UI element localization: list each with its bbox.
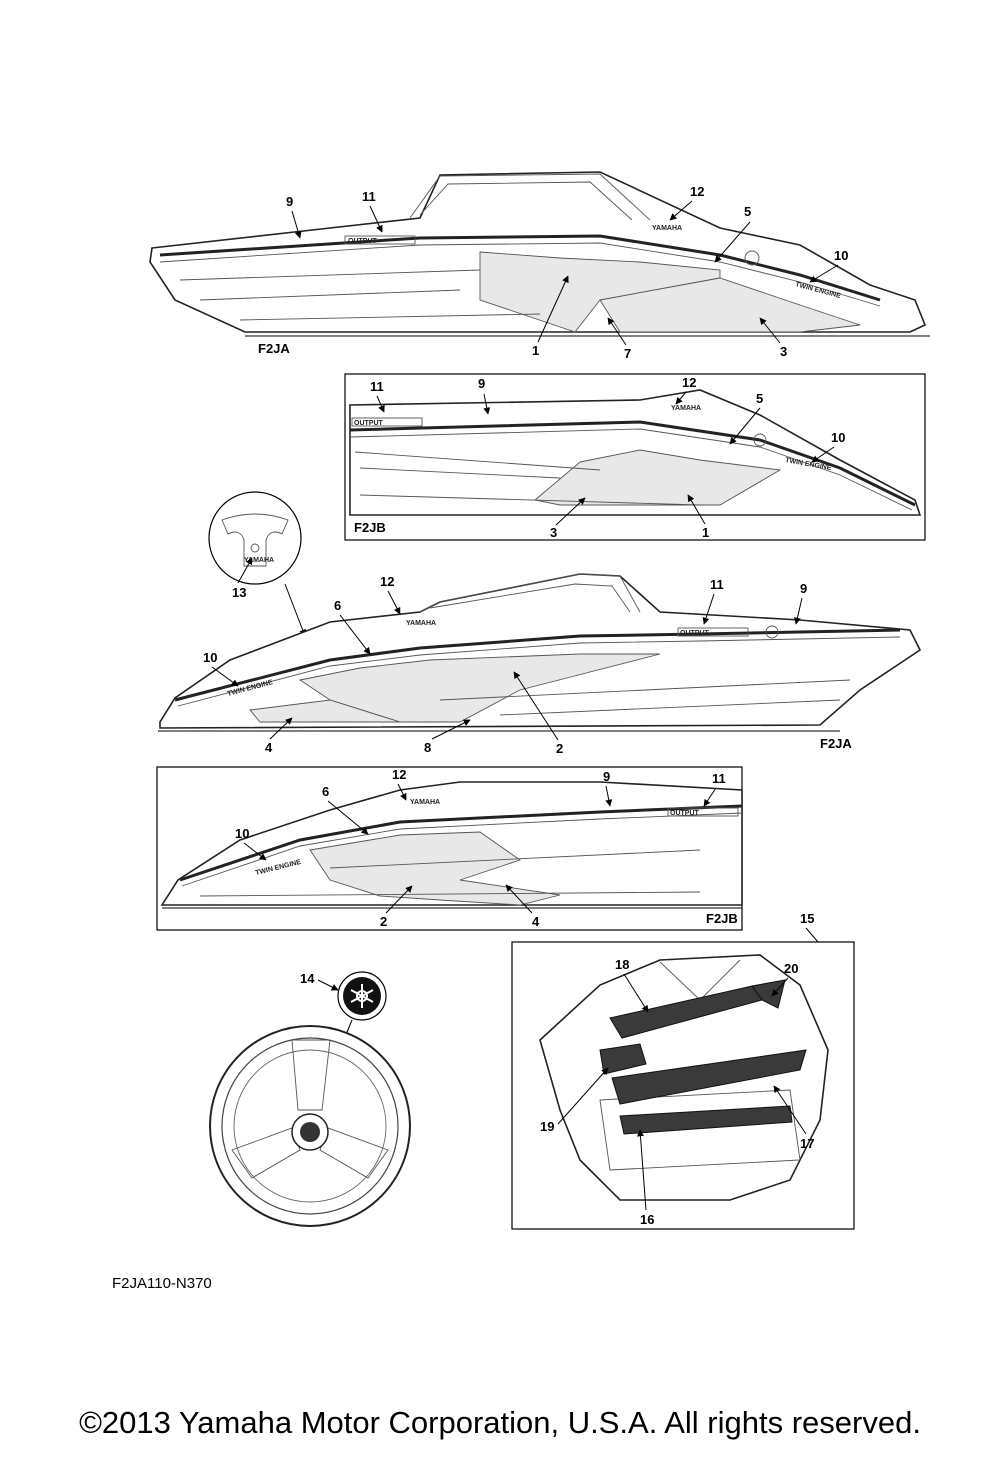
deck-mat-view: 15 18 20 19 17 16 [511, 911, 855, 1230]
callout-14: 14 [300, 971, 315, 986]
callout-1: 1 [532, 343, 539, 358]
callout-3: 3 [780, 344, 787, 359]
callout-20: 20 [784, 961, 798, 976]
boat-view-3: OUTPUT YAMAHA TWIN ENGINE F2JA 12 6 11 9… [158, 573, 922, 756]
steering-wheel-view: 14 [209, 971, 411, 1227]
callout-1: 1 [702, 525, 709, 540]
callout-4: 4 [532, 914, 540, 929]
output-decal-label: OUTPUT [670, 810, 700, 817]
yamaha-decal-label: YAMAHA [652, 225, 682, 232]
callout-15: 15 [800, 911, 814, 926]
output-decal-label: OUTPUT [354, 420, 384, 427]
callout-9: 9 [800, 581, 807, 596]
callout-2: 2 [380, 914, 387, 929]
callout-16: 16 [640, 1212, 654, 1227]
callout-12: 12 [380, 574, 394, 589]
boat-view-1: OUTPUT YAMAHA TWIN ENGINE F2JA 9 11 12 5… [149, 171, 930, 361]
callout-6: 6 [334, 598, 341, 613]
callout-8: 8 [424, 740, 431, 755]
callout-5: 5 [744, 204, 751, 219]
callout-12: 12 [392, 767, 406, 782]
callout-17: 17 [800, 1136, 814, 1151]
diagram-reference-code: F2JA110-N370 [112, 1275, 212, 1292]
callout-10: 10 [831, 430, 845, 445]
callout-10: 10 [203, 650, 217, 665]
callout-11: 11 [370, 379, 384, 394]
output-decal-label: OUTPUT [680, 630, 710, 637]
callout-10: 10 [235, 826, 249, 841]
callout-11: 11 [362, 189, 376, 204]
boat-view-4-frame: OUTPUT YAMAHA TWIN ENGINE F2JB 12 9 11 6… [156, 766, 743, 931]
boat-view-2-frame: OUTPUT YAMAHA TWIN ENGINE F2JB 11 9 12 5… [344, 373, 926, 541]
callout-9: 9 [603, 769, 610, 784]
yamaha-decal-label: YAMAHA [244, 557, 274, 564]
inset-13: YAMAHA 13 [208, 491, 307, 637]
callout-10: 10 [834, 248, 848, 263]
callout-6: 6 [322, 784, 329, 799]
callout-12: 12 [690, 184, 704, 199]
callout-4: 4 [265, 740, 273, 755]
callout-7: 7 [624, 346, 631, 361]
callout-11: 11 [710, 577, 724, 592]
callout-18: 18 [615, 957, 629, 972]
callout-9: 9 [286, 194, 293, 209]
yamaha-decal-label: YAMAHA [406, 620, 436, 627]
callout-11: 11 [712, 771, 726, 786]
model-code-label: F2JB [706, 911, 738, 926]
yamaha-decal-label: YAMAHA [410, 799, 440, 806]
callout-2: 2 [556, 741, 563, 756]
callout-13: 13 [232, 585, 246, 600]
copyright-notice: ©2013 Yamaha Motor Corporation, U.S.A. A… [79, 1405, 921, 1440]
output-decal-label: OUTPUT [348, 238, 378, 245]
callout-9: 9 [478, 376, 485, 391]
yamaha-tuning-fork-emblem-icon [350, 984, 374, 1008]
model-code-label: F2JB [354, 520, 386, 535]
yamaha-decal-label: YAMAHA [671, 405, 701, 412]
model-code-label: F2JA [820, 736, 852, 751]
callout-5: 5 [756, 391, 763, 406]
model-code-label: F2JA [258, 341, 290, 356]
callout-19: 19 [540, 1119, 554, 1134]
callout-3: 3 [550, 525, 557, 540]
callout-12: 12 [682, 375, 696, 390]
